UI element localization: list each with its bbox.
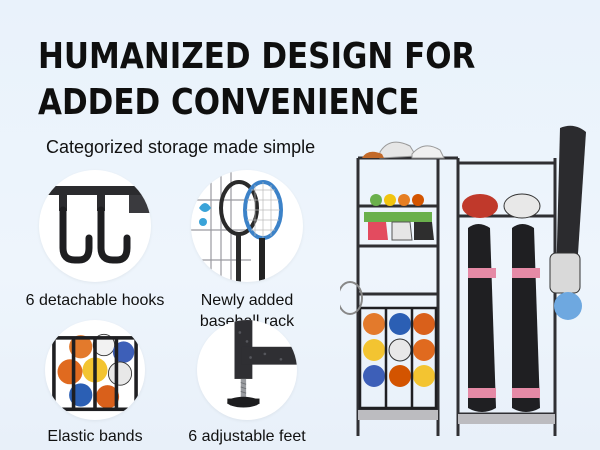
feature-adjustable-feet: 6 adjustable feet <box>177 320 317 447</box>
feature-adjustable-feet-image <box>197 320 297 420</box>
feature-baseball-rack-image <box>191 170 303 282</box>
feature-baseball-rack: Newly added baseball rack <box>177 170 317 332</box>
headline: HUMANIZED DESIGN FOR ADDED CONVENIENCE <box>38 34 476 126</box>
feature-hooks: 6 detachable hooks <box>25 170 165 311</box>
adjustable-foot-icon <box>227 320 297 408</box>
subtitle: Categorized storage made simple <box>46 137 316 157</box>
headline-line-1: HUMANIZED DESIGN FOR <box>38 36 476 77</box>
product-rack-image <box>337 118 595 443</box>
feature-adjustable-feet-label: 6 adjustable feet <box>188 428 306 445</box>
hook-icon <box>39 186 151 264</box>
feature-elastic-bands: Elastic bands <box>25 320 165 447</box>
ball-basket-icon <box>52 333 138 412</box>
feature-hooks-label: 6 detachable hooks <box>25 292 165 309</box>
headline-line-2: ADDED CONVENIENCE <box>38 82 420 123</box>
feature-elastic-bands-label: Elastic bands <box>47 428 143 445</box>
feature-elastic-bands-image <box>45 320 145 420</box>
racket-icon <box>191 170 283 282</box>
feature-hooks-image <box>39 170 151 282</box>
storage-rack-illustration <box>337 125 586 436</box>
